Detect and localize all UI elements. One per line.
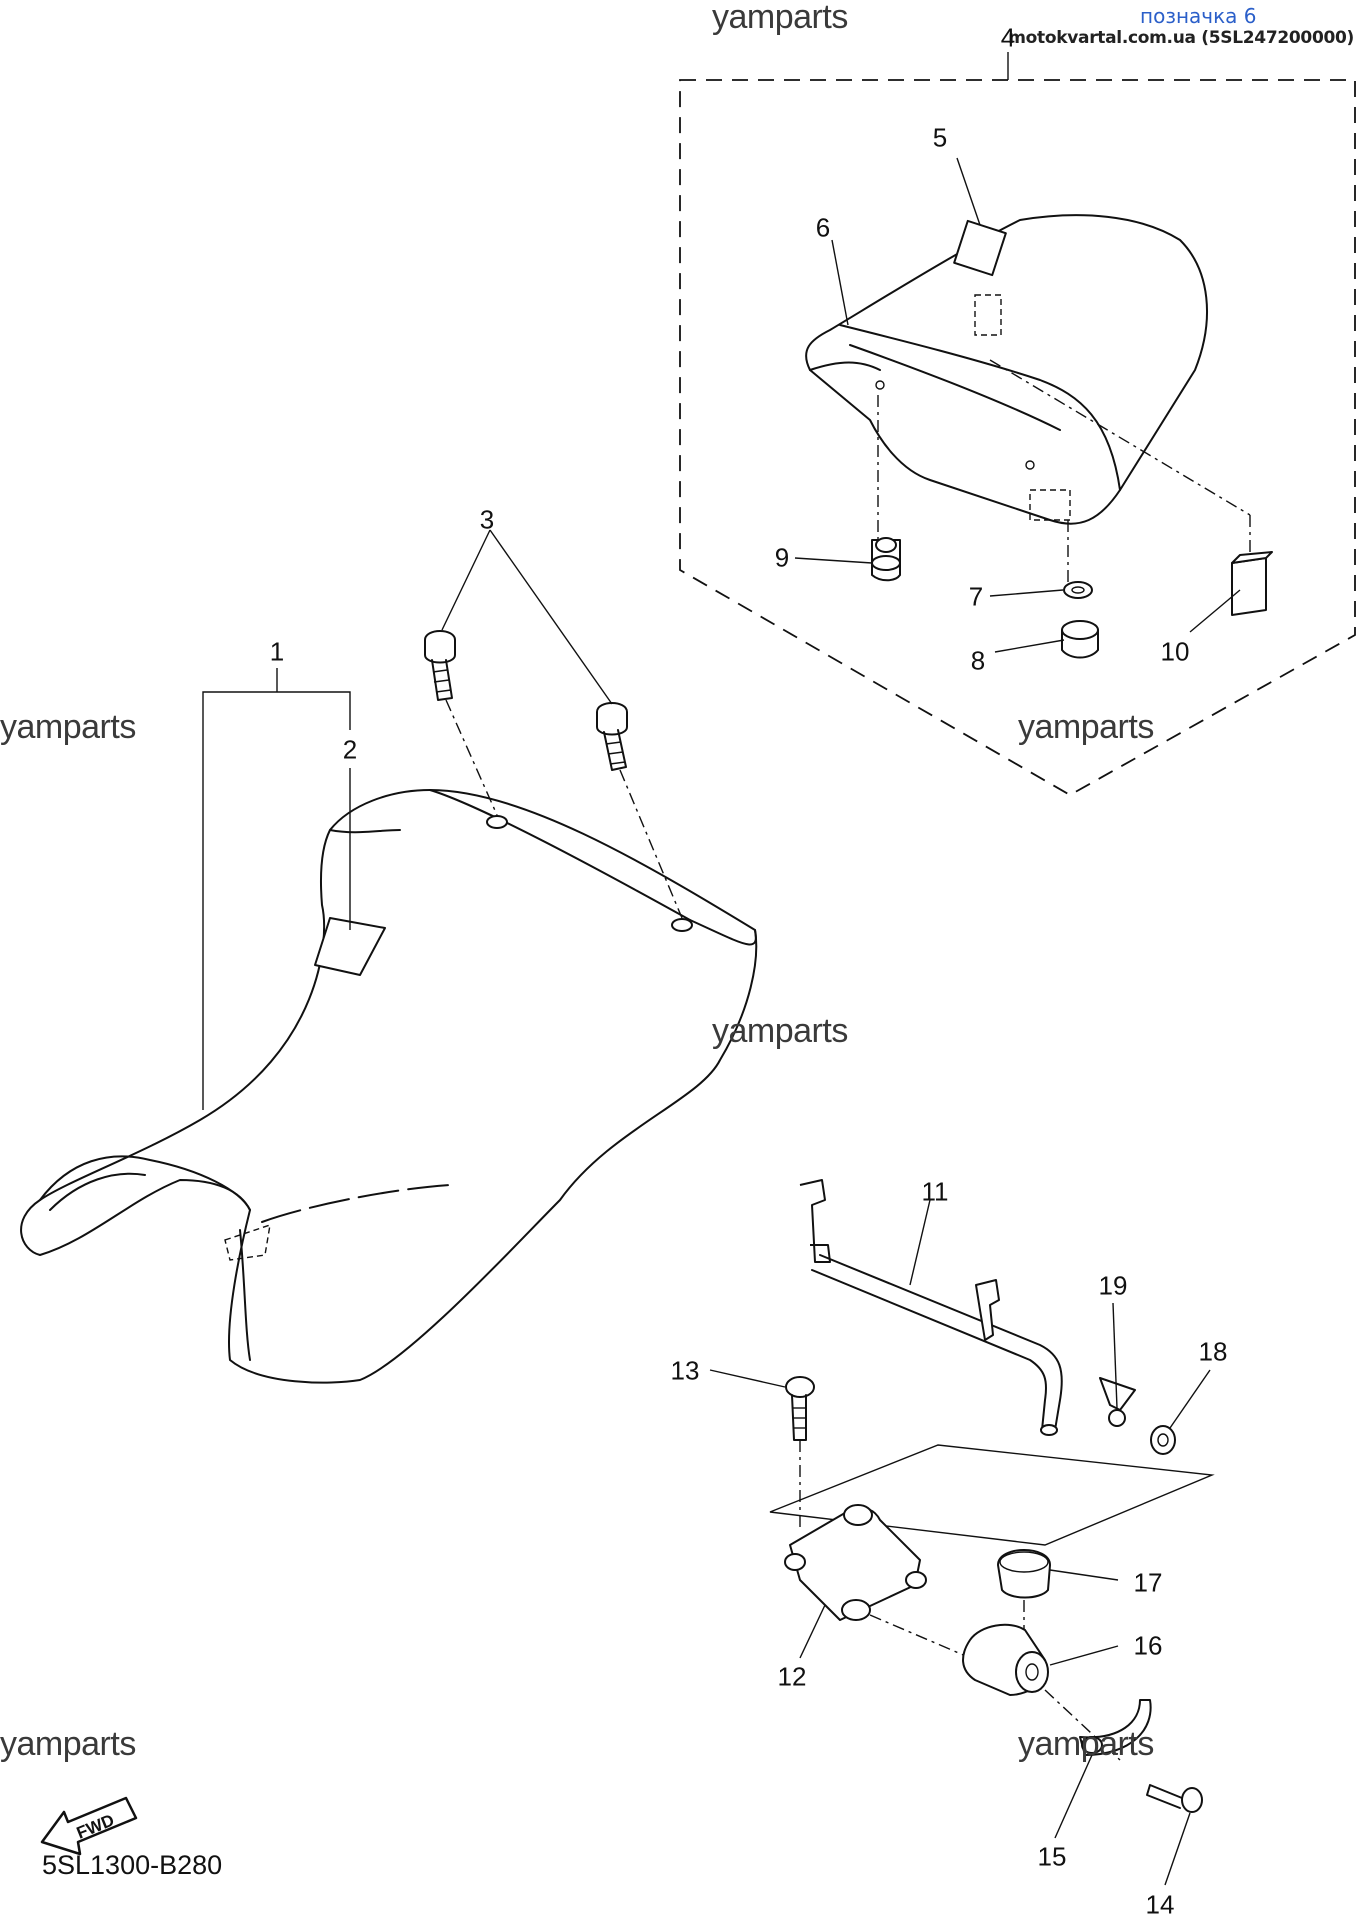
sleeve-17 (997, 1549, 1051, 1599)
watermark: yamparts (1018, 1725, 1154, 1763)
seat-cowl-emblem-5 (953, 219, 1007, 277)
callout-12: 12 (777, 1661, 807, 1692)
fwd-arrow-icon: FWD (40, 1796, 138, 1856)
callout-10: 10 (1160, 636, 1190, 667)
rider-seat (20, 789, 758, 1384)
watermark: yamparts (1018, 708, 1154, 746)
callout-1: 1 (269, 636, 285, 667)
callout-16: 16 (1133, 1630, 1163, 1661)
diagram-code: 5SL1300-B280 (42, 1850, 223, 1880)
callout-6: 6 (815, 212, 831, 243)
lock-cable-11 (799, 1179, 1063, 1436)
washer-18 (1150, 1425, 1176, 1455)
fwd-label: FWD (74, 1811, 117, 1843)
callout-15: 15 (1037, 1841, 1067, 1872)
seat-emblem-2 (314, 917, 386, 976)
watermark: yamparts (712, 1012, 848, 1050)
bolt-3a (424, 630, 456, 701)
watermark: yamparts (0, 1725, 136, 1763)
callout-18: 18 (1198, 1336, 1228, 1367)
seat-boss-right (671, 918, 693, 932)
callout-5: 5 (932, 122, 948, 153)
leader-3b (489, 529, 613, 705)
callout-14: 14 (1145, 1889, 1175, 1920)
seat-boss-left (486, 815, 508, 829)
screw-13 (785, 1376, 815, 1441)
watermark: yamparts (712, 0, 848, 36)
nut-8 (1061, 620, 1099, 659)
callout-19: 19 (1098, 1270, 1128, 1301)
callout-8: 8 (970, 645, 986, 676)
callout-11: 11 (921, 1176, 949, 1207)
callout-17: 17 (1133, 1567, 1163, 1598)
callout-13: 13 (670, 1355, 700, 1386)
callout-2: 2 (342, 734, 358, 765)
bolt-3b (596, 702, 628, 771)
washer-7 (1063, 581, 1093, 599)
lock-cylinder-16 (962, 1623, 1049, 1696)
site-label: motokvartal.com.ua (5SL247200000) (1008, 28, 1354, 48)
grommet-9 (871, 537, 901, 582)
callout-4: 4 (1000, 22, 1016, 53)
tag-label: позначка 6 (1140, 4, 1257, 28)
leader-3a (441, 529, 491, 631)
callout-9: 9 (774, 542, 790, 573)
callout-7: 7 (968, 581, 984, 612)
screw-14 (1146, 1784, 1203, 1813)
lock-housing-12 (784, 1504, 927, 1621)
watermark: yamparts (0, 708, 136, 746)
assembly-4-boundary (679, 79, 1356, 797)
callout-3: 3 (479, 504, 495, 535)
damper-10 (1231, 551, 1273, 616)
